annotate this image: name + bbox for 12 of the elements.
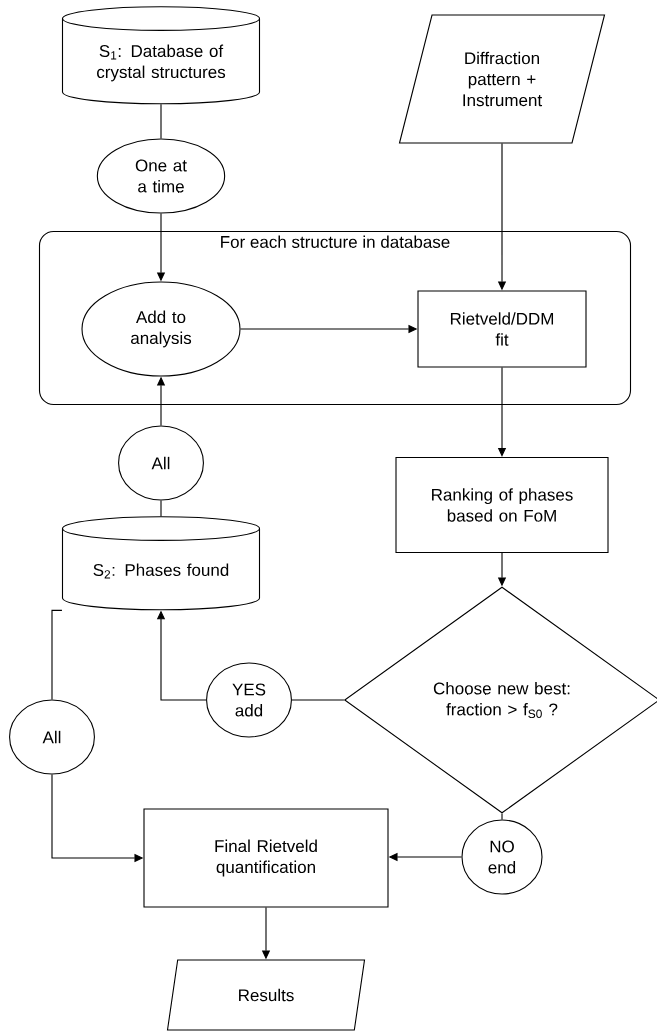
process-box: Final Rietveld quantification (143, 808, 389, 908)
connector-line (51, 609, 63, 700)
database-cylinder: S$_{1}$: Database of crystal structures (61, 6, 261, 105)
process-box: Ranking of phases based on FoM (395, 456, 609, 554)
data-parallelogram: Diffraction pattern + Instrument (398, 14, 606, 144)
connector-line (291, 699, 345, 701)
connector-line (160, 103, 162, 139)
data-parallelogram: Results (166, 959, 366, 1031)
database-cylinder: S$_{2}$: Phases found (61, 516, 261, 611)
connector-line (160, 500, 162, 517)
connector-line (501, 813, 503, 820)
process-box: Rietveld/DDM fit (417, 290, 587, 368)
